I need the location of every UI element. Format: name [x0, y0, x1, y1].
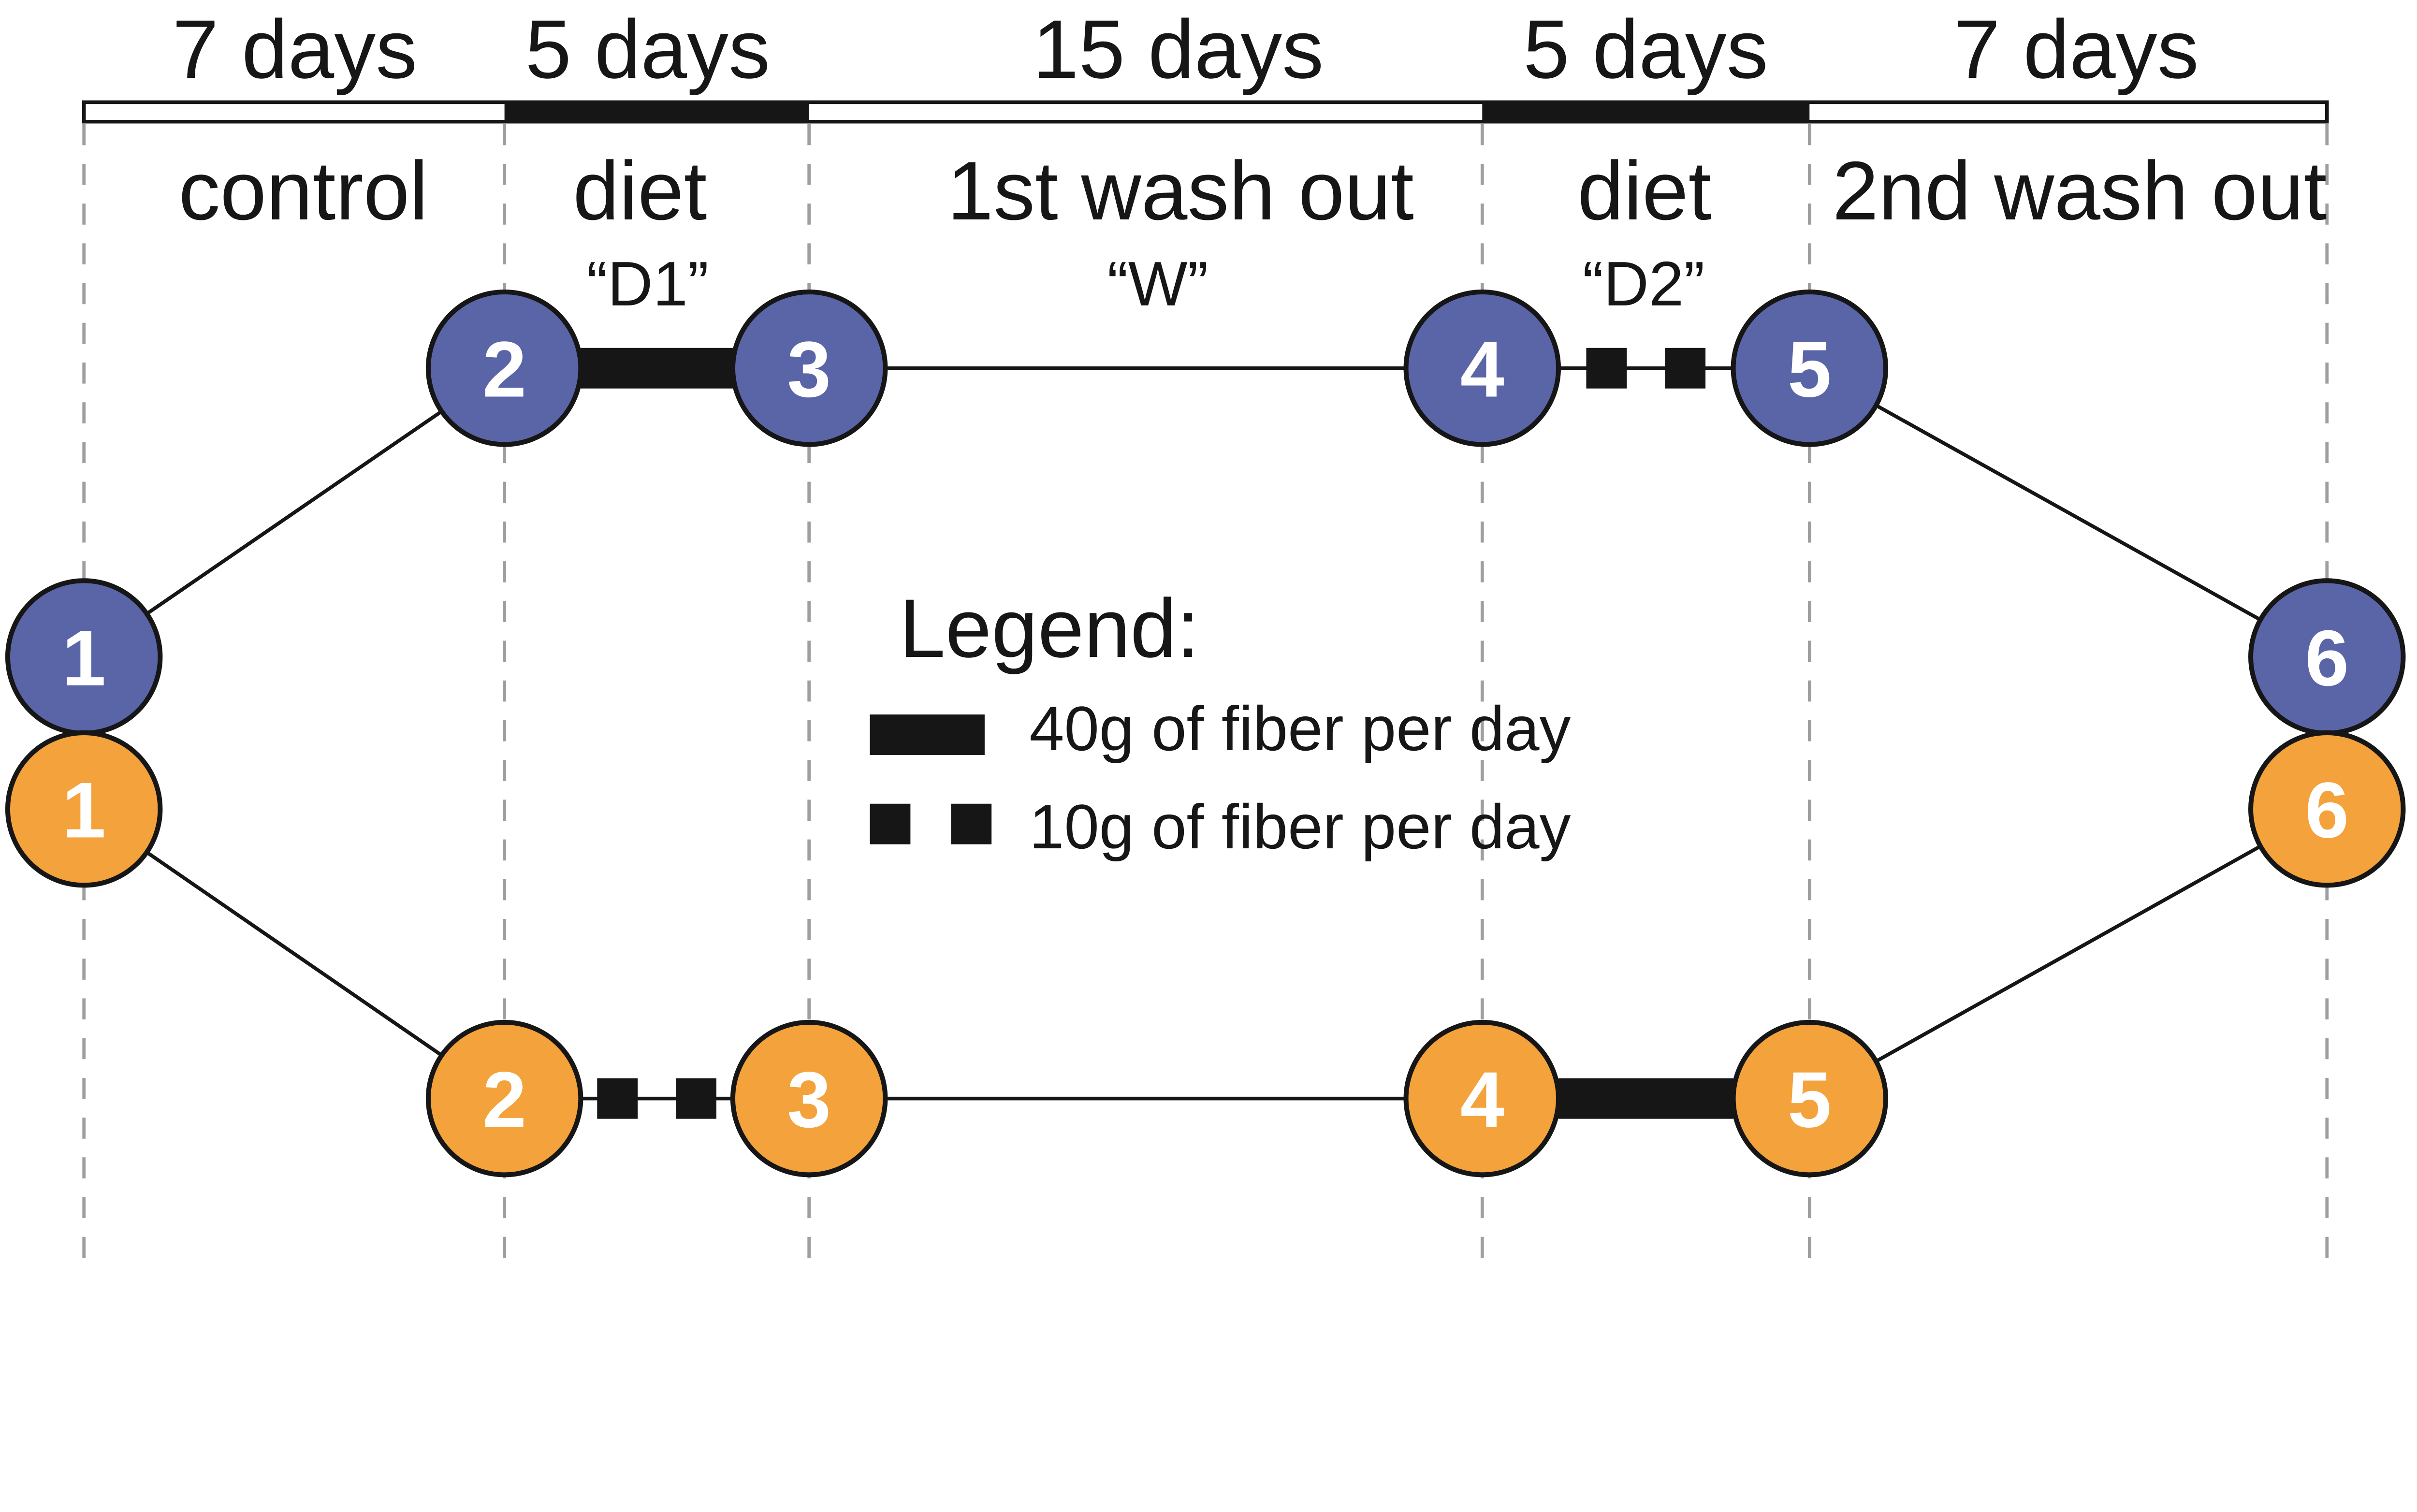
legend-title: Legend: [899, 582, 1200, 675]
arm-orange-connector-line [83, 807, 506, 1100]
phase-duration-label: 5 days [525, 3, 770, 96]
arm-blue-visit-node-circle [730, 289, 888, 447]
legend-swatch-10g-square [951, 803, 992, 844]
legend-swatch-10g-square [870, 803, 911, 844]
arm-blue-connector-line [1808, 366, 2328, 659]
arm-orange-visit-node-number: 6 [2305, 766, 2349, 854]
arm-blue: 1 2 3 4 5 6 [5, 289, 2406, 736]
fiber-dose-markers [581, 348, 1733, 1119]
arm-orange-visit-node-number: 2 [482, 1055, 526, 1144]
arm-blue-visit-node-circle [1403, 289, 1561, 447]
legend-item-label: 10g of fiber per day [1029, 791, 1571, 862]
arm-orange-fiber-10g-square [597, 1078, 638, 1119]
arm-orange: 1 2 3 4 5 6 [5, 730, 2406, 1178]
arm-blue-visit-node-number: 5 [1788, 325, 1832, 413]
phase-labels: 7 days control 5 days diet “D1” 15 days 1st wa… [173, 3, 2327, 319]
phase-duration-label: 7 days [173, 3, 418, 96]
arm-blue-visit-node-number: 4 [1460, 325, 1504, 413]
arm-orange-visit-node-circle [425, 1019, 583, 1178]
phase-duration-label: 7 days [1954, 3, 2199, 96]
diet-period-bar-segment [1482, 101, 1810, 124]
phase-name-label: diet [573, 145, 707, 237]
arm-orange-visit-node-number: 4 [1460, 1055, 1504, 1144]
arm-blue-connector-line [83, 366, 506, 659]
arm-blue-visit-node-number: 2 [482, 325, 526, 413]
arm-orange-fiber-40g-segment [1558, 1078, 1733, 1119]
arm-blue-fiber-10g-square [1586, 348, 1627, 389]
arm-orange-visit-node-circle [5, 730, 163, 888]
timeline-bar-group [82, 100, 2329, 124]
arm-blue-visit-node-circle [425, 289, 583, 447]
arm-blue-fiber-10g-square [1665, 348, 1706, 389]
legend-swatch-40g-bar [870, 714, 985, 756]
timeline-bar [82, 100, 2329, 124]
phase-name-label: 1st wash out [947, 145, 1413, 237]
phase-code-label: “W” [1107, 248, 1208, 319]
phase-name-label: 2nd wash out [1833, 145, 2327, 237]
phase-duration-label: 15 days [1033, 3, 1324, 96]
arm-orange-visit-node-circle [1403, 1019, 1561, 1178]
arm-orange-fiber-10g-square [676, 1078, 716, 1119]
diet-period-bar-segment [504, 101, 809, 124]
arm-orange-visit-node-number: 5 [1788, 1055, 1832, 1144]
arm-orange-visit-node-number: 3 [787, 1055, 831, 1144]
arm-blue-visit-node-circle [1731, 289, 1889, 447]
arm-orange-connector-line [1808, 807, 2328, 1100]
phase-code-label: “D2” [1583, 248, 1705, 319]
arm-blue-fiber-40g-segment [581, 348, 733, 389]
phase-name-label: diet [1577, 145, 1711, 237]
arm-orange-visit-node-number: 1 [62, 766, 106, 854]
arm-blue-visit-node-number: 1 [62, 614, 106, 702]
phase-code-label: “D1” [586, 248, 709, 319]
arm-blue-visit-node-number: 3 [787, 325, 831, 413]
arm-orange-visit-node-circle [2248, 730, 2406, 888]
legend: Legend: 40g of fiber per day 10g of fiber … [870, 582, 1571, 862]
arm-blue-visit-node-number: 6 [2305, 614, 2349, 702]
arm-orange-visit-node-circle [730, 1019, 888, 1178]
phase-name-label: control [178, 145, 428, 237]
phase-duration-label: 5 days [1523, 3, 1768, 96]
legend-item-label: 40g of fiber per day [1029, 693, 1571, 764]
arm-orange-visit-node-circle [1731, 1019, 1889, 1178]
